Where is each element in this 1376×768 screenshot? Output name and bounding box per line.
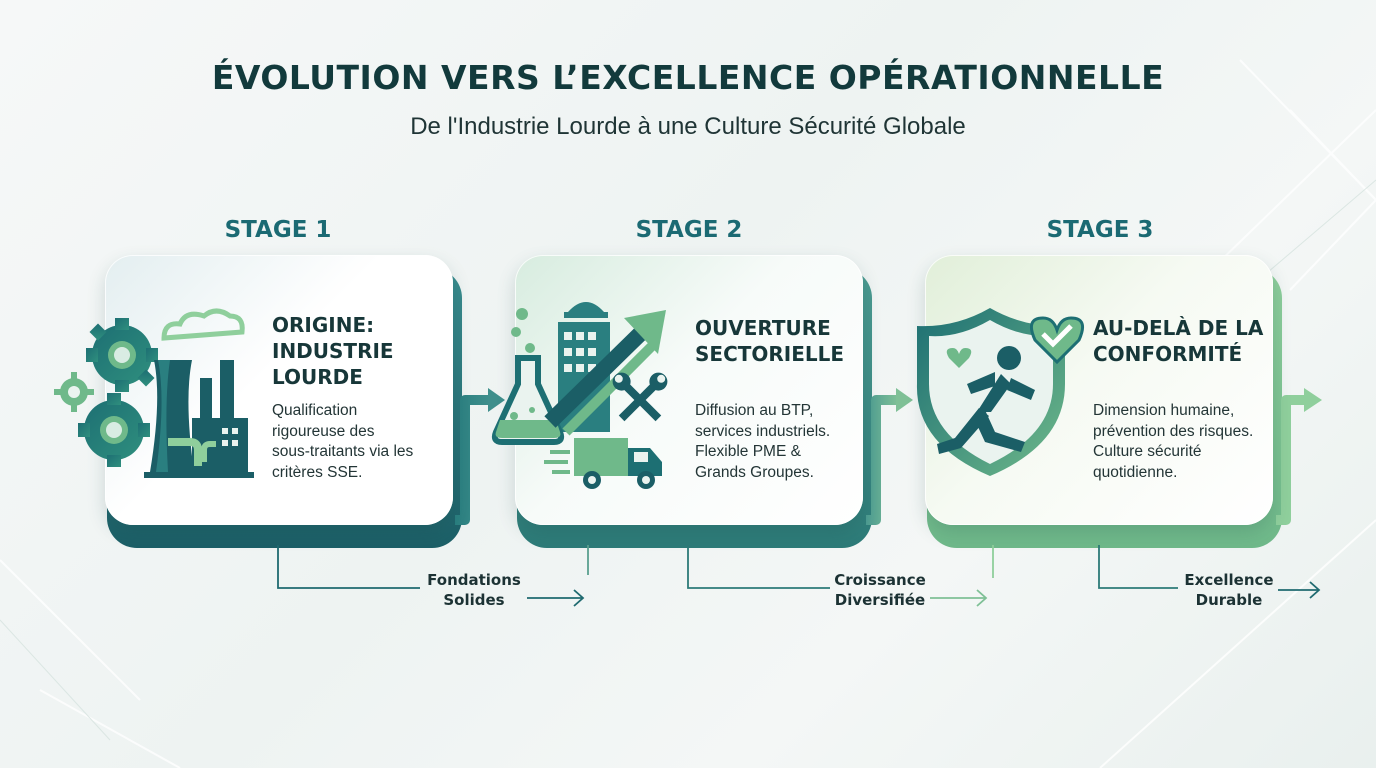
connector-label-2: Croissance Diversifiée bbox=[810, 570, 950, 610]
sector-diversification-icon bbox=[491, 302, 668, 489]
connector-label-1: Fondations Solides bbox=[404, 570, 544, 610]
connector-label-3-line-1: Excellence bbox=[1184, 571, 1274, 589]
connector-label-1-line-2: Solides bbox=[443, 591, 505, 609]
page-title: ÉVOLUTION VERS L’EXCELLENCE OPÉRATIONNEL… bbox=[211, 58, 1165, 97]
stage-1-card: ORIGINE: INDUSTRIE LOURDE Qualification … bbox=[105, 255, 453, 525]
connector-label-2-line-2: Diversifiée bbox=[834, 591, 926, 609]
stage-1-desc-line-2: rigoureuse des bbox=[272, 422, 375, 440]
connector-label-1-line-1: Fondations bbox=[427, 571, 521, 589]
stage-1-title-line-3: LOURDE bbox=[272, 365, 363, 389]
shield-runner-icon bbox=[916, 308, 1085, 476]
stage-2-title-line-1: OUVERTURE bbox=[695, 316, 831, 340]
stage-3-desc-line-4: quotidienne. bbox=[1093, 463, 1178, 481]
stage-2-desc-line-2: services industriels. bbox=[695, 422, 831, 440]
stage-1-title-line-2: INDUSTRIE bbox=[272, 339, 394, 363]
stage-2-desc-line-1: Diffusion au BTP, bbox=[695, 402, 814, 419]
connector-label-3: Excellence Durable bbox=[1159, 570, 1299, 610]
stage-1-desc-line-1: Qualification bbox=[272, 402, 358, 419]
stage-2-title-line-2: SECTORIELLE bbox=[695, 342, 845, 366]
stage-2-desc-line-3: Flexible PME & bbox=[695, 443, 801, 460]
stage-3-label: STAGE 3 bbox=[1046, 217, 1154, 243]
stage-2-label: STAGE 2 bbox=[635, 217, 743, 243]
stage-3-title: AU-DELÀ DE LA CONFORMITÉ bbox=[1093, 315, 1263, 367]
stage-2-desc-line-4: Grands Groupes. bbox=[695, 463, 814, 481]
stage-3-title-line-1: AU-DELÀ DE LA bbox=[1093, 316, 1264, 340]
stage-1-title-line-1: ORIGINE: bbox=[272, 313, 375, 337]
connector-label-2-line-1: Croissance bbox=[834, 571, 926, 589]
stage-1-label: STAGE 1 bbox=[224, 217, 332, 243]
stage-3-desc-line-2: prévention des risques. bbox=[1093, 422, 1254, 440]
stage-1-title: ORIGINE: INDUSTRIE LOURDE bbox=[272, 312, 394, 390]
page-subtitle: De l'Industrie Lourde à une Culture Sécu… bbox=[410, 113, 966, 140]
stage-2-title: OUVERTURE SECTORIELLE bbox=[695, 315, 844, 367]
connector-label-3-line-2: Durable bbox=[1195, 591, 1263, 609]
factory-gears-icon bbox=[54, 308, 254, 478]
stage-1-desc-line-3: sous-traitants via les bbox=[272, 443, 414, 460]
stage-1-desc-line-4: critères SSE. bbox=[272, 463, 363, 481]
stage-3-desc-line-3: Culture sécurité bbox=[1093, 443, 1202, 460]
stage-2-description: Diffusion au BTP, services industriels. … bbox=[695, 401, 830, 483]
stage-3-title-line-2: CONFORMITÉ bbox=[1093, 342, 1243, 366]
stage-1-description: Qualification rigoureuse des sous-traita… bbox=[272, 401, 413, 483]
stage-3-desc-line-1: Dimension humaine, bbox=[1093, 402, 1235, 419]
stage-3-description: Dimension humaine, prévention des risque… bbox=[1093, 401, 1253, 483]
